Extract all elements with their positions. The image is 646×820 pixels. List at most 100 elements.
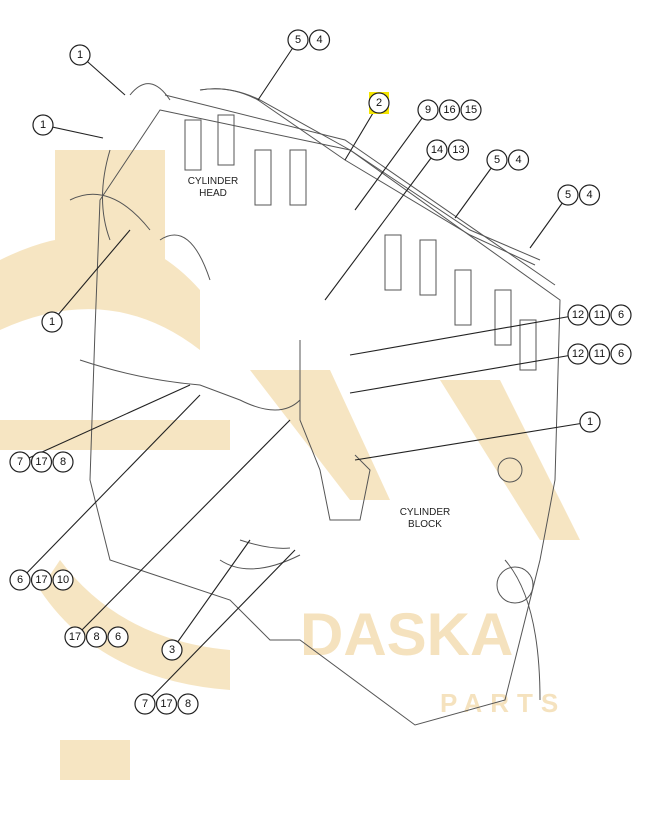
- leader-line: [257, 39, 299, 101]
- leader-line: [354, 109, 429, 211]
- callout-circle: [134, 693, 156, 715]
- leader-line: [529, 194, 569, 249]
- watermark-sub: PARTS: [440, 688, 566, 718]
- callout-circle: [308, 29, 331, 51]
- callout-number: 5: [565, 189, 571, 201]
- callout-number: 11: [594, 348, 605, 360]
- callout-number: 8: [60, 456, 66, 468]
- callout-1: 1: [32, 114, 104, 139]
- callout-number: 4: [316, 34, 322, 46]
- callout-circle: [161, 639, 183, 661]
- callout-circle: [177, 693, 199, 715]
- callout-circle: [9, 451, 31, 473]
- callout-number: 7: [142, 698, 148, 710]
- callout-number: 12: [572, 309, 584, 321]
- callout-circle: [69, 44, 91, 66]
- leader-line: [19, 394, 201, 581]
- callout-number: 15: [465, 104, 477, 116]
- callout-circle: [52, 569, 74, 591]
- callout-number: 13: [452, 144, 464, 156]
- callout-circle: [107, 626, 129, 648]
- callout-circle: [579, 411, 601, 433]
- callout-number: 10: [57, 574, 69, 586]
- callout-number: 8: [185, 698, 191, 710]
- callout-2: 2: [344, 92, 390, 161]
- callout-circle: [438, 99, 461, 121]
- callout-number: 2: [376, 97, 382, 109]
- callout-7-17-8: 7 17 8: [9, 384, 191, 473]
- callout-1: 1: [69, 44, 126, 96]
- callout-number: 3: [169, 644, 175, 656]
- callout-12-11-6: 12 11 6: [349, 304, 632, 356]
- callout-number: 14: [431, 144, 443, 156]
- callout-circle: [588, 304, 611, 326]
- callout-circle: [567, 343, 589, 365]
- callout-number: 6: [618, 348, 624, 360]
- callout-circle: [507, 149, 530, 171]
- callout-circle: [85, 626, 108, 648]
- callout-circle: [588, 343, 611, 365]
- callout-circle: [368, 92, 390, 114]
- callout-circle: [155, 693, 178, 715]
- leader-line: [349, 353, 579, 394]
- callout-1: 1: [354, 411, 601, 461]
- callout-number: 7: [17, 456, 23, 468]
- cylinder-block-label-1: CYLINDER: [400, 507, 451, 518]
- leader-line: [171, 539, 251, 651]
- leader-line: [324, 149, 438, 301]
- callout-number: 4: [586, 189, 592, 201]
- leader-line: [454, 159, 498, 219]
- callout-number: 1: [49, 316, 55, 328]
- callout-number: 17: [35, 456, 47, 468]
- callout-circle: [41, 311, 63, 333]
- callout-circle: [447, 139, 470, 161]
- callout-circle: [32, 114, 54, 136]
- callout-circle: [417, 99, 439, 121]
- cylinder-head-label-1: CYLINDER: [188, 176, 239, 187]
- engine-illustration: CYLINDER HEAD CYLINDER BLOCK: [69, 83, 561, 726]
- leader-line: [349, 314, 579, 356]
- leader-line: [19, 384, 191, 463]
- callout-circle: [287, 29, 309, 51]
- callout-number: 17: [35, 574, 47, 586]
- callout-circle: [52, 451, 74, 473]
- callout-1: 1: [41, 229, 131, 333]
- valve-springs: [184, 114, 537, 371]
- callout-number: 9: [425, 104, 431, 116]
- callout-number: 1: [40, 119, 46, 131]
- callout-circle: [9, 569, 31, 591]
- callout-3: 3: [161, 539, 251, 661]
- callout-circle: [610, 304, 632, 326]
- callout-number: 1: [77, 49, 83, 61]
- leader-line: [51, 229, 131, 323]
- watermark-logo: DASKA PARTS: [0, 150, 580, 780]
- callout-number: 16: [443, 104, 455, 116]
- callout-9-16-15: 9 16 15: [354, 99, 482, 211]
- callout-circle: [64, 626, 86, 648]
- callout-circle: [30, 569, 53, 591]
- callout-number: 6: [618, 309, 624, 321]
- watermark-brand: DASKA: [300, 601, 513, 668]
- callout-circle: [567, 304, 589, 326]
- callout-circle: [426, 139, 448, 161]
- callout-number: 4: [515, 154, 521, 166]
- callout-14-13: 14 13: [324, 139, 470, 301]
- leader-line: [354, 421, 591, 461]
- callout-number: 5: [494, 154, 500, 166]
- callout-number: 6: [115, 631, 121, 643]
- callout-number: 5: [295, 34, 301, 46]
- callout-number: 17: [160, 698, 172, 710]
- leader-line: [144, 549, 296, 705]
- callout-number: 11: [594, 309, 605, 321]
- callout-number: 1: [587, 416, 593, 428]
- cylinder-head-label-2: HEAD: [199, 188, 227, 199]
- leader-line: [74, 419, 291, 638]
